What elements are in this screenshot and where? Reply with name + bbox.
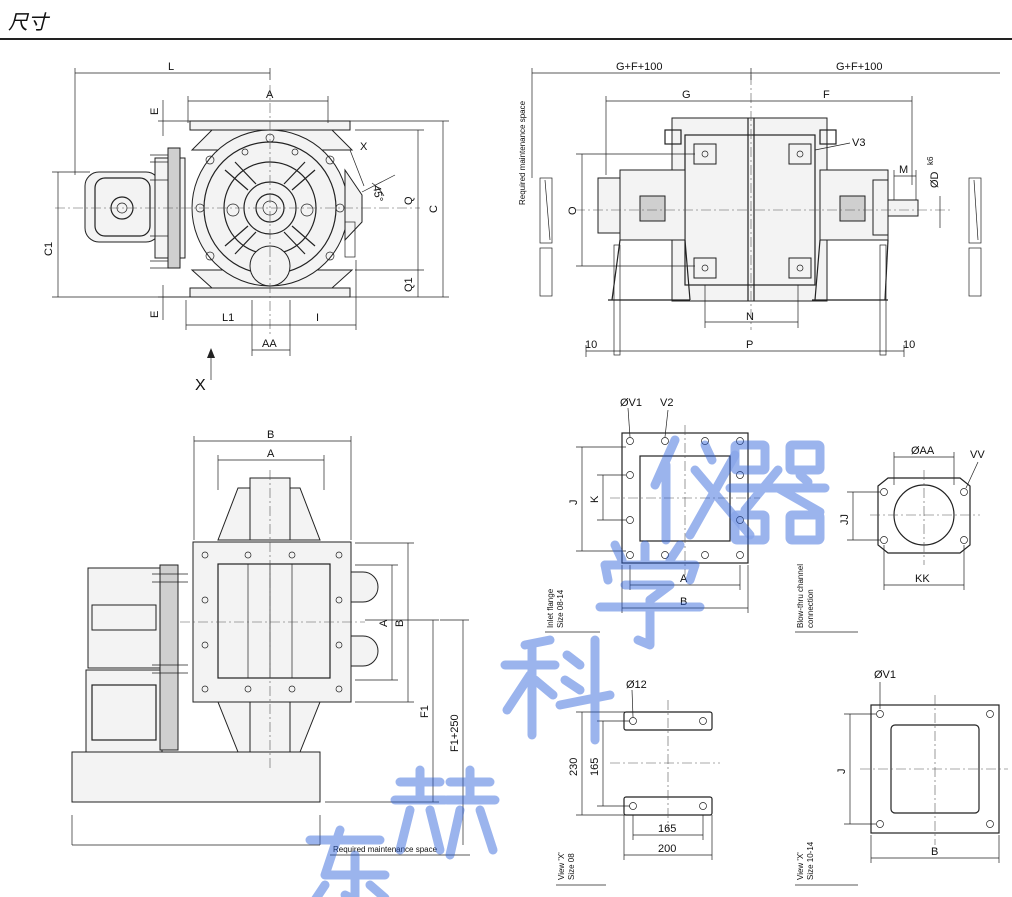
dim-GF100-right: G+F+100 — [836, 61, 882, 73]
dim-AA-front: AA — [262, 338, 277, 350]
dim-F1: F1 — [419, 705, 431, 718]
inlet-flange-view: ØV1 V2 J K A B Inlet flange Size 08-14 — [545, 397, 760, 633]
dim-C1: C1 — [43, 242, 55, 256]
page-title: 尺寸 — [8, 10, 48, 34]
title-divider — [0, 38, 1012, 40]
dim-L: L — [168, 61, 174, 73]
base-plate — [71, 751, 321, 803]
label-V2: V2 — [660, 397, 673, 409]
dim-10-left: 10 — [585, 339, 597, 351]
dim-B-vertical: B — [394, 620, 406, 627]
blow-thru-view: ØAA VV JJ KK Blow-thru channel connectio… — [795, 445, 985, 633]
dim-230: 230 — [568, 758, 580, 776]
dim-Q: Q — [403, 196, 415, 205]
dim-JJ: JJ — [839, 514, 851, 525]
label-V3: V3 — [852, 137, 865, 149]
view-x-size-10-14: ØV1 J B View 'X' Size 10-14 — [795, 669, 1008, 886]
dim-I: I — [316, 312, 319, 324]
dim-A-top: A — [267, 448, 275, 460]
dim-B-viewx: B — [931, 846, 938, 858]
dim-G: G — [682, 89, 691, 101]
dim-K: K — [589, 495, 601, 503]
label-OV1-inlet: ØV1 — [620, 397, 642, 409]
label-O12: Ø12 — [626, 679, 647, 691]
top-view-dimensions — [71, 436, 470, 856]
note-inlet-size: Size 08-14 — [556, 589, 565, 628]
dim-J-inlet: J — [568, 500, 580, 506]
dim-OAA: ØAA — [911, 445, 935, 457]
front-view-dimensions — [52, 68, 449, 380]
note-blow-thru: Blow-thru channel — [796, 564, 805, 628]
dim-M: M — [899, 164, 908, 176]
dim-OD: ØD — [929, 171, 941, 188]
dim-E-top: E — [149, 108, 161, 115]
dim-C: C — [428, 205, 440, 213]
dim-165-horizontal: 165 — [658, 823, 676, 835]
note-maintenance-vertical: Required maintenance space — [518, 100, 527, 205]
front-view: L A E E X 45° Q C C1 Q1 L1 I AA X — [43, 61, 449, 394]
view-arrow-X: X — [195, 377, 206, 394]
dim-A-inlet: A — [680, 573, 688, 585]
side-view-dimensions — [531, 68, 1000, 357]
dim-A-vertical: A — [378, 619, 390, 627]
note-size-10-14: Size 10-14 — [806, 841, 815, 880]
side-view: Required maintenance space G+F+100 G+F+1… — [518, 61, 1000, 357]
note-view-x-10-14: View 'X' — [796, 852, 805, 880]
dim-O: O — [567, 206, 579, 215]
dim-B-top: B — [267, 429, 274, 441]
dim-GF100-left: G+F+100 — [616, 61, 662, 73]
dim-N: N — [746, 311, 754, 323]
dim-200: 200 — [658, 843, 676, 855]
note-blow-thru-connection: connection — [806, 589, 815, 628]
dim-A-front: A — [266, 89, 274, 101]
note-maintenance-bottom: Required maintenance space — [333, 845, 438, 854]
label-45-degrees: 45° — [370, 184, 385, 202]
label-OV1-viewx: ØV1 — [874, 669, 896, 681]
label-X: X — [360, 141, 368, 153]
dim-P: P — [746, 339, 753, 351]
dim-KK: KK — [915, 573, 930, 585]
dim-Q1: Q1 — [403, 277, 415, 292]
label-VV: VV — [970, 449, 985, 461]
company-watermark — [305, 435, 830, 897]
note-size-08: Size 08 — [567, 853, 576, 880]
dim-F1-250: F1+250 — [449, 714, 461, 752]
view-x-size-08: Ø12 230 165 165 200 View 'X' Size 08 — [556, 679, 720, 886]
dim-B-inlet: B — [680, 596, 687, 608]
dim-E-bottom: E — [149, 311, 161, 318]
dim-F: F — [823, 89, 830, 101]
dim-OD-tolerance: k6 — [926, 156, 935, 165]
note-view-x-08: View 'X' — [557, 852, 566, 880]
dim-10-right: 10 — [903, 339, 915, 351]
note-inlet-flange: Inlet flange — [546, 588, 555, 628]
top-view: B A A B F1 F1+250 Required maintenance s… — [71, 429, 470, 856]
dim-L1: L1 — [222, 312, 234, 324]
dim-J-viewx: J — [836, 769, 848, 775]
dim-165-vertical: 165 — [589, 758, 601, 776]
